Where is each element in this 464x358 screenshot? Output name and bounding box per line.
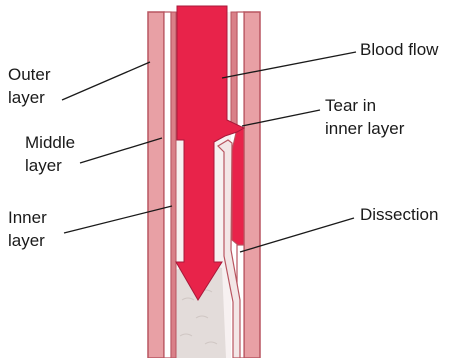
- label-blood-flow: Blood flow: [360, 38, 438, 61]
- leader-outer-layer: [62, 62, 150, 100]
- label-middle-layer: Middle layer: [25, 131, 75, 177]
- left-outer-wall: [148, 12, 164, 358]
- label-tear-inner-layer: Tear in inner layer: [325, 94, 404, 140]
- false-lumen-blood: [232, 128, 244, 245]
- right-inner-wall-upper: [231, 12, 237, 130]
- right-outer-wall: [244, 12, 260, 358]
- left-inner-wall: [171, 12, 176, 358]
- label-outer-layer: Outer layer: [8, 63, 51, 109]
- left-middle-wall: [164, 12, 171, 358]
- label-inner-layer: Inner layer: [8, 206, 47, 252]
- right-middle-wall-upper: [237, 12, 244, 130]
- label-dissection: Dissection: [360, 203, 438, 226]
